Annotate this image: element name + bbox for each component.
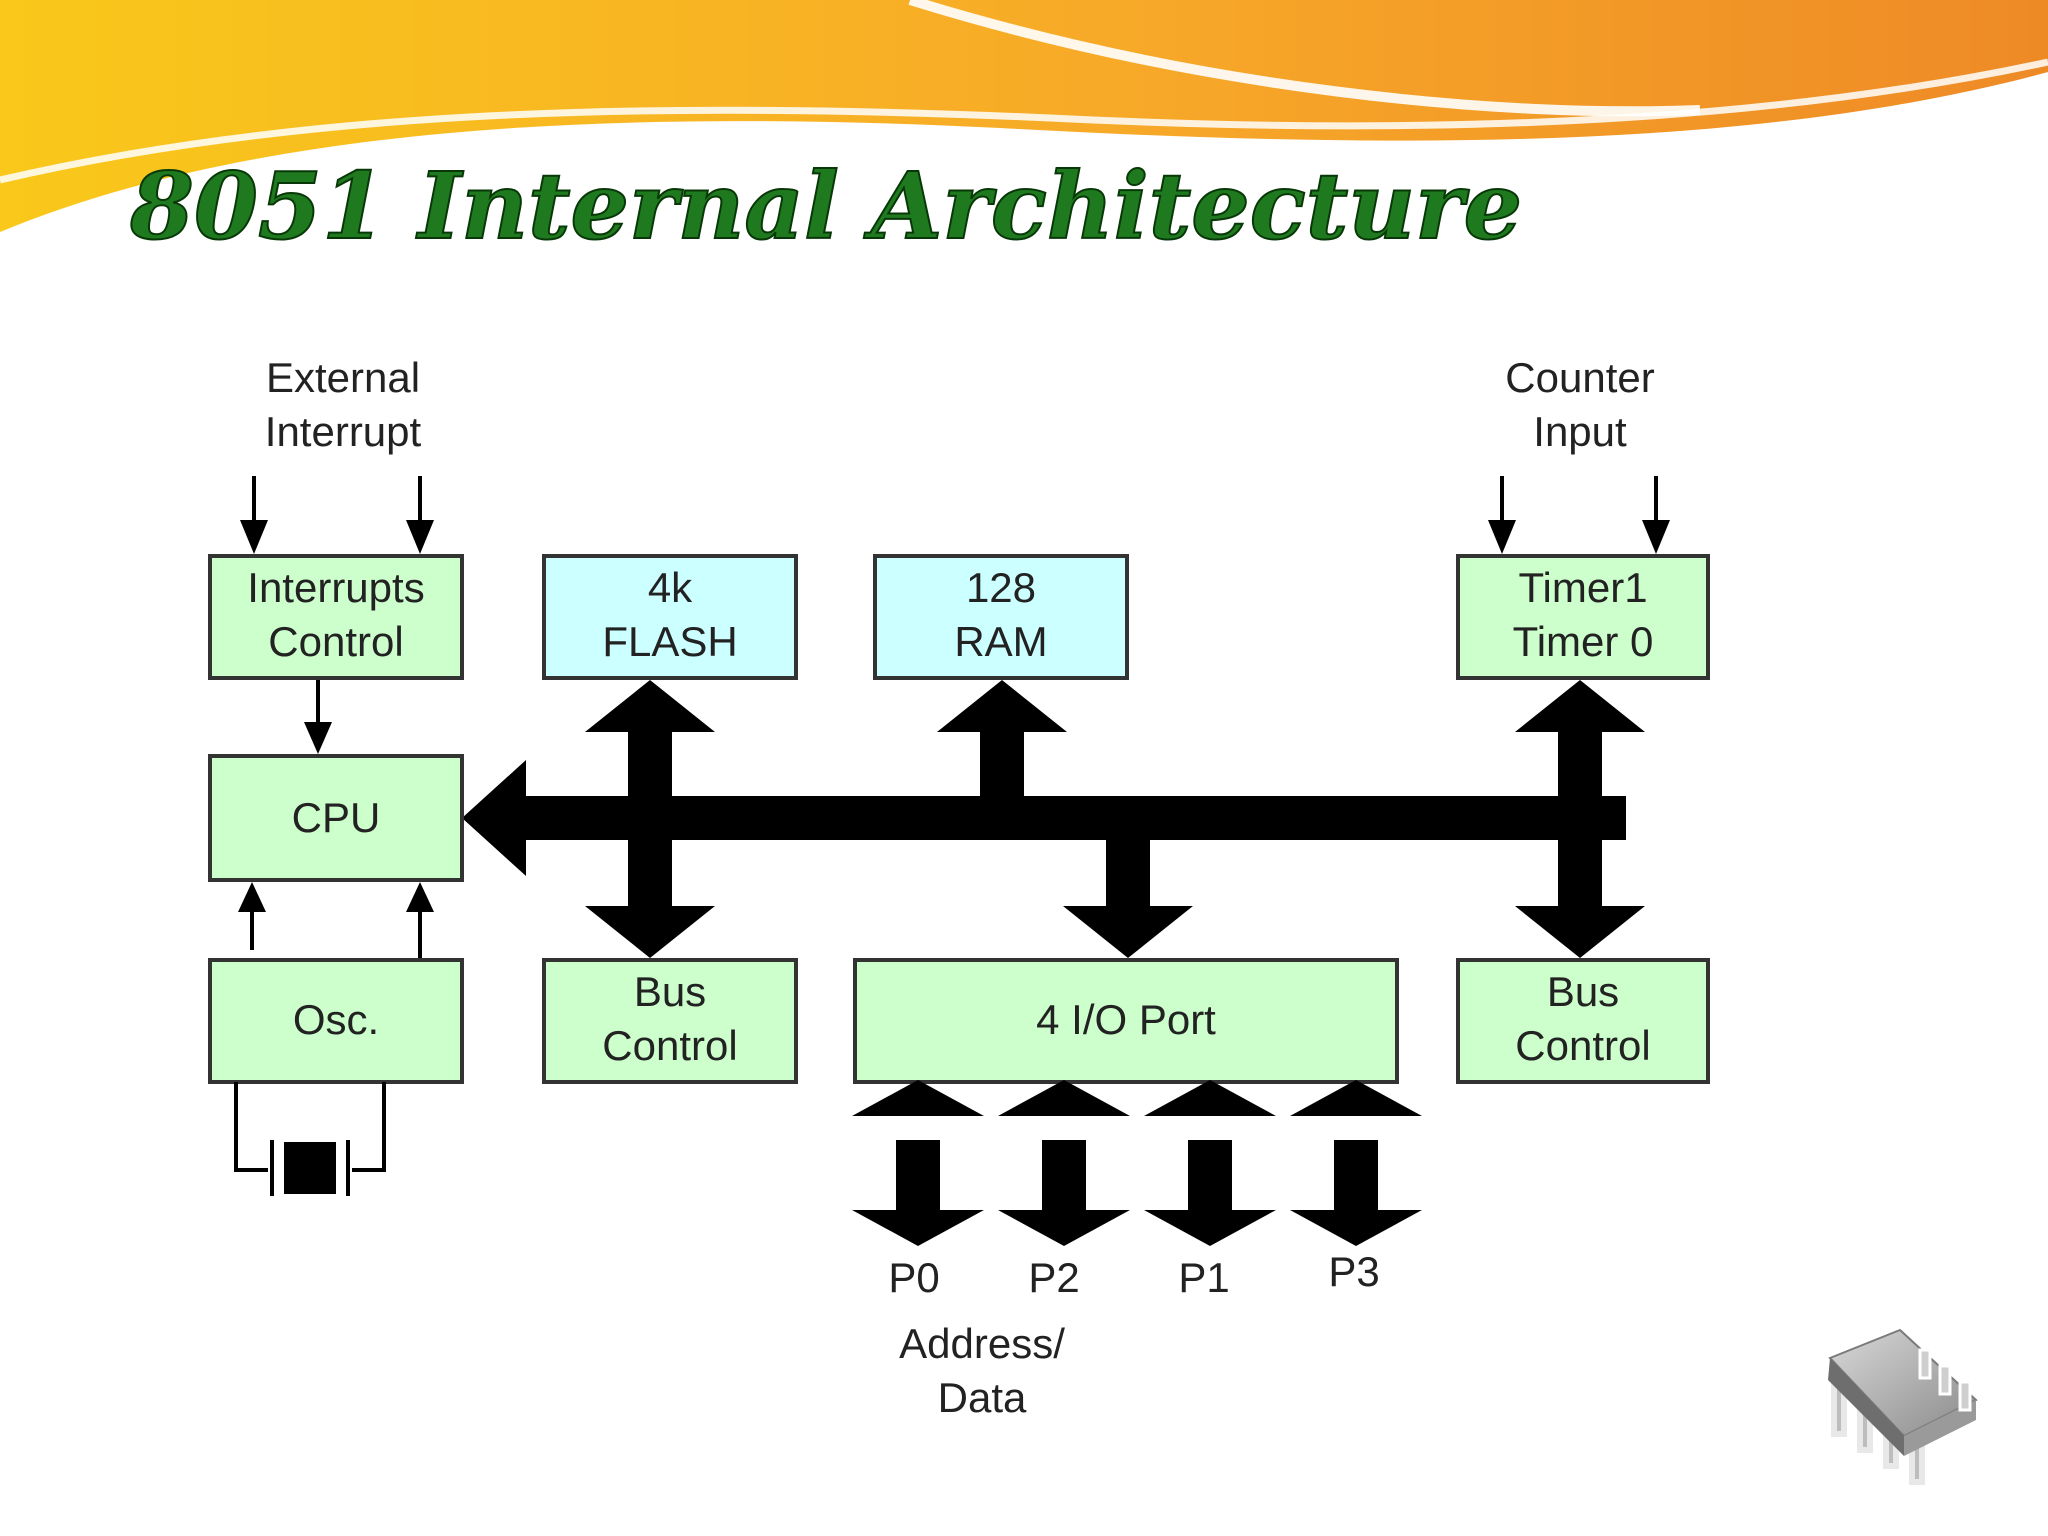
ram-block: 128 RAM bbox=[873, 554, 1129, 680]
chip-icon bbox=[1828, 1328, 1978, 1485]
svg-text:Timer1: Timer1 bbox=[1518, 564, 1647, 611]
crystal-icon bbox=[234, 1082, 386, 1196]
counter-input-label-2: Input bbox=[1533, 408, 1627, 455]
external-interrupt-label: External bbox=[266, 354, 420, 401]
page-title: 8051 Internal Architecture bbox=[129, 152, 1522, 260]
io-port-block: 4 I/O Port bbox=[853, 958, 1399, 1084]
external-interrupt-label-2: Interrupt bbox=[265, 408, 422, 455]
svg-text:Interrupts: Interrupts bbox=[247, 564, 424, 611]
port-arrow-p1 bbox=[1144, 1080, 1276, 1246]
interrupt-arrows bbox=[238, 476, 1670, 966]
svg-text:Control: Control bbox=[1515, 1022, 1650, 1069]
system-bus bbox=[462, 680, 1645, 958]
svg-text:4k: 4k bbox=[648, 564, 693, 611]
header-banner bbox=[0, 0, 2048, 232]
counter-input-label: Counter bbox=[1505, 354, 1654, 401]
svg-text:CPU: CPU bbox=[292, 794, 381, 841]
port-label-p3: P3 bbox=[1328, 1248, 1379, 1295]
interrupts-control-block: Interrupts Control bbox=[208, 554, 464, 680]
svg-text:Control: Control bbox=[268, 618, 403, 665]
port-arrow-p0 bbox=[852, 1080, 984, 1246]
svg-text:Osc.: Osc. bbox=[293, 996, 379, 1043]
svg-text:Control: Control bbox=[602, 1022, 737, 1069]
port-label-p0: P0 bbox=[888, 1254, 939, 1301]
address-data-label: Address/ bbox=[899, 1320, 1065, 1367]
port-label-p2: P2 bbox=[1028, 1254, 1079, 1301]
svg-text:4 I/O Port: 4 I/O Port bbox=[1036, 996, 1216, 1043]
cpu-block: CPU bbox=[208, 754, 464, 882]
flash-block: 4k FLASH bbox=[542, 554, 798, 680]
svg-text:Timer 0: Timer 0 bbox=[1513, 618, 1654, 665]
svg-text:RAM: RAM bbox=[954, 618, 1047, 665]
oscillator-block: Osc. bbox=[208, 958, 464, 1084]
port-arrow-p2 bbox=[998, 1080, 1130, 1246]
port-label-p1: P1 bbox=[1178, 1254, 1229, 1301]
svg-text:128: 128 bbox=[966, 564, 1036, 611]
svg-text:FLASH: FLASH bbox=[602, 618, 737, 665]
bus-control-right-block: Bus Control bbox=[1456, 958, 1710, 1084]
port-arrows bbox=[852, 1080, 1422, 1246]
timers-block: Timer1 Timer 0 bbox=[1456, 554, 1710, 680]
svg-text:Bus: Bus bbox=[634, 968, 706, 1015]
port-arrow-p3 bbox=[1290, 1080, 1422, 1246]
svg-text:Bus: Bus bbox=[1547, 968, 1619, 1015]
bus-control-left-block: Bus Control bbox=[542, 958, 798, 1084]
address-data-label-2: Data bbox=[938, 1374, 1027, 1421]
